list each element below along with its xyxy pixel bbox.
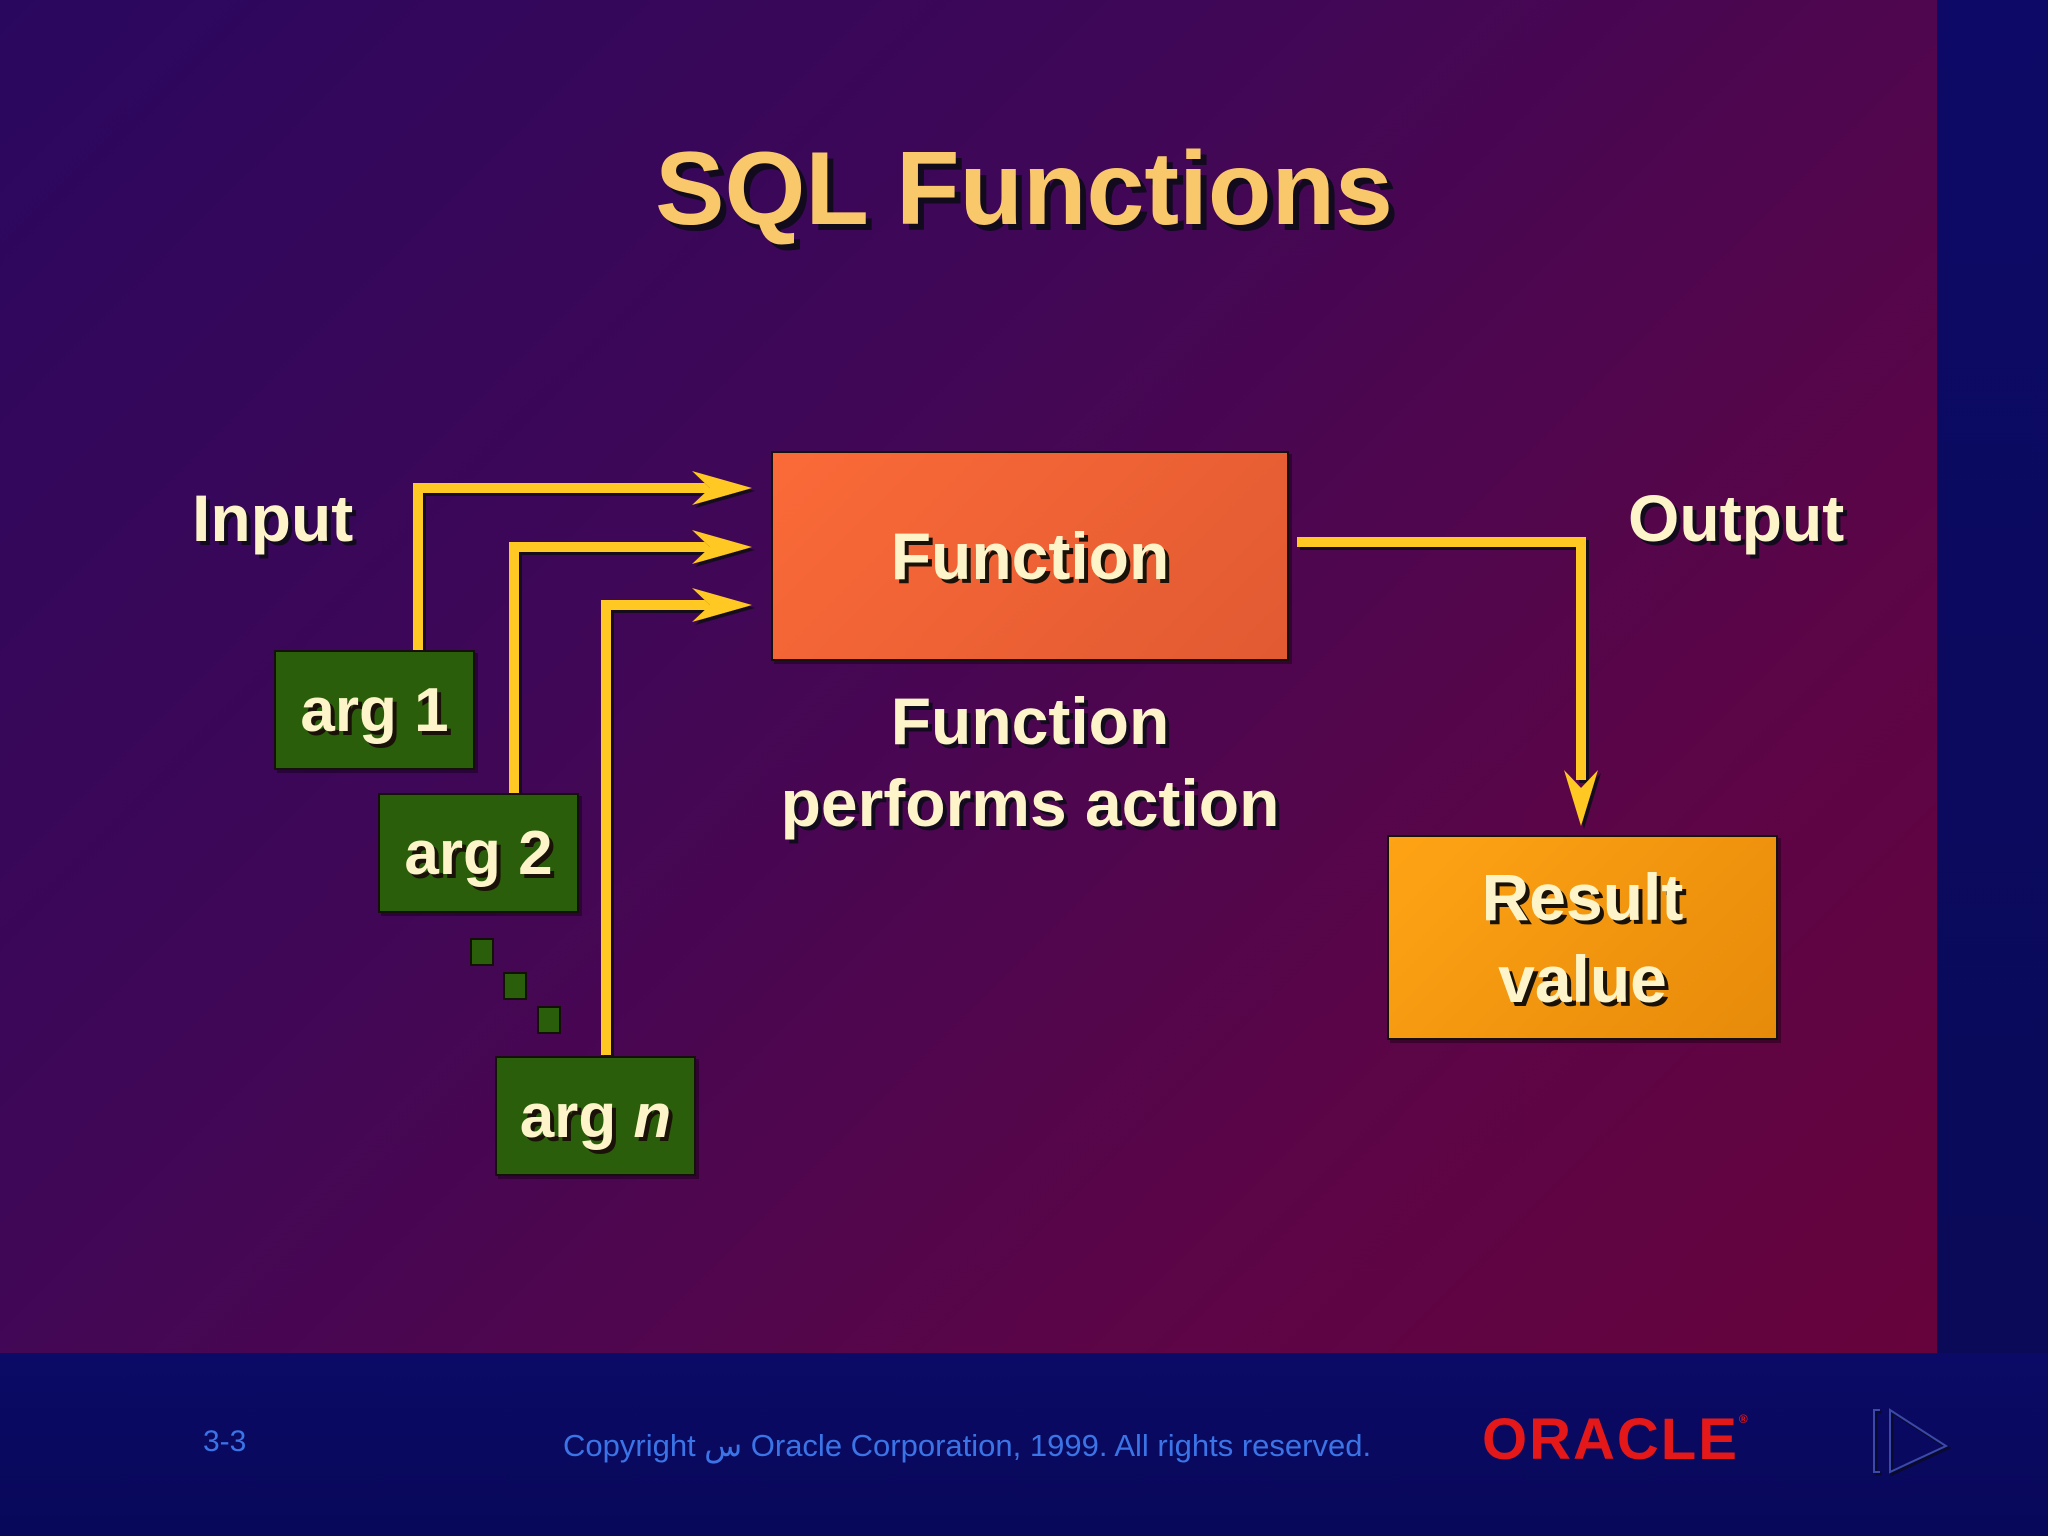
connector-arrows (413, 471, 1598, 1055)
arrowhead-argn (692, 588, 752, 622)
function-caption-line-2: performs action (780, 766, 1280, 840)
slide-title: SQL Functions (655, 131, 1393, 247)
function-box: Function (771, 451, 1289, 661)
arg-2-box: arg 2 (378, 793, 579, 913)
function-caption-line-1: Function (890, 684, 1170, 758)
ellipsis-dot (537, 1006, 561, 1034)
ellipsis-dot (470, 938, 494, 966)
arg-n-box: arg n (495, 1056, 696, 1176)
arg-2-label: arg 2 (404, 818, 553, 888)
arrow-arg2-to-function (509, 542, 712, 793)
oracle-logo: ORACLE® (1482, 1407, 1750, 1472)
result-value-box: Result value (1387, 835, 1778, 1040)
slide-number: 3-3 (203, 1425, 247, 1458)
input-label: Input (192, 481, 354, 555)
arrow-argn-to-function (601, 600, 712, 1055)
arrowhead-arg2 (692, 530, 752, 564)
play-next-icon[interactable] (1872, 1408, 1962, 1478)
side-strip (1937, 0, 2048, 1353)
arg-1-label: arg 1 (300, 675, 449, 745)
result-value-label: Result value (1481, 859, 1684, 1016)
function-caption: Function performs action (771, 680, 1289, 844)
copyright-notice: Copyright س Oracle Corporation, 1999. Al… (563, 1428, 1372, 1463)
arg-n-label: arg n (519, 1081, 672, 1151)
arrow-arg1-to-function (413, 483, 712, 650)
footer-bar (0, 1353, 2048, 1536)
output-label: Output (1628, 481, 1845, 555)
arrowhead-result (1564, 770, 1598, 826)
ellipsis-dot (503, 972, 527, 1000)
arrow-function-to-result (1297, 537, 1586, 780)
arg-1-box: arg 1 (274, 650, 475, 770)
function-box-label: Function (890, 519, 1170, 593)
arrowhead-arg1 (692, 471, 752, 505)
